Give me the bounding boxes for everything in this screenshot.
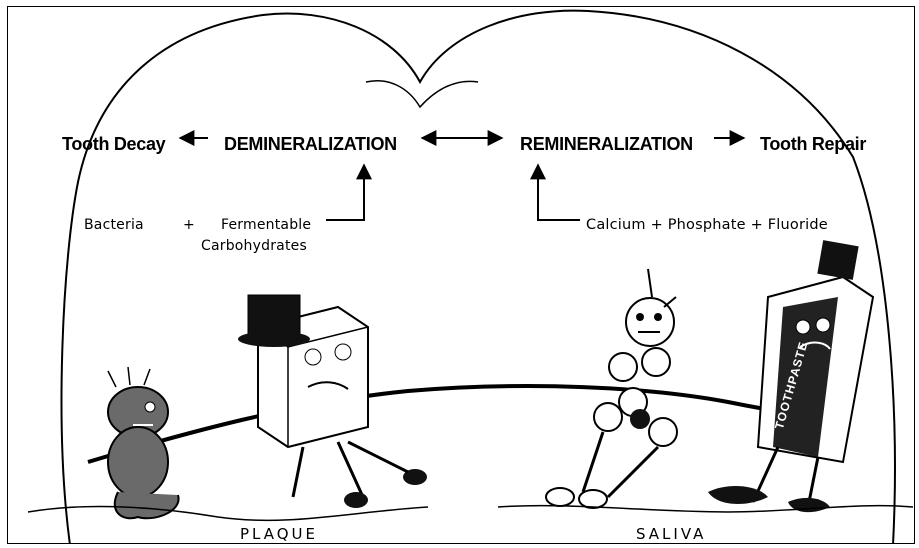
- bacteria-label: Bacteria: [84, 217, 144, 233]
- toothpaste-tube-character: [708, 240, 875, 513]
- molecule-character: [545, 268, 678, 509]
- calcium-phosphate-fluoride-label: Calcium + Phosphate + Fluoride: [586, 217, 828, 233]
- plaque-label: PLAQUE: [240, 525, 319, 543]
- ground-right: [497, 504, 914, 513]
- fermentable-label: Fermentable: [221, 217, 312, 233]
- rope: [87, 384, 849, 464]
- carbohydrates-label: Carbohydrates: [201, 238, 307, 254]
- plus-sign: +: [183, 217, 195, 233]
- demineralization-label: DEMINERALIZATION: [224, 134, 397, 154]
- tooth-outline: [60, 9, 896, 543]
- tooth-decay-label: Tooth Decay: [62, 134, 166, 154]
- tooth-repair-label: Tooth Repair: [760, 134, 867, 154]
- sugar-cube-character: [238, 294, 427, 508]
- ground-left: [27, 505, 429, 522]
- bacterium-character: [107, 366, 180, 520]
- diagram-frame: Tooth Decay DEMINERALIZATION REMINERALIZ…: [7, 6, 915, 544]
- diagram-artwork: [27, 9, 914, 543]
- connector-carbs-to-demin: [326, 163, 372, 221]
- remineralization-label: REMINERALIZATION: [520, 134, 693, 154]
- saliva-label: SALIVA: [636, 525, 707, 543]
- tooth-cusp-line: [365, 80, 479, 109]
- connector-minerals-to-remin: [530, 163, 580, 221]
